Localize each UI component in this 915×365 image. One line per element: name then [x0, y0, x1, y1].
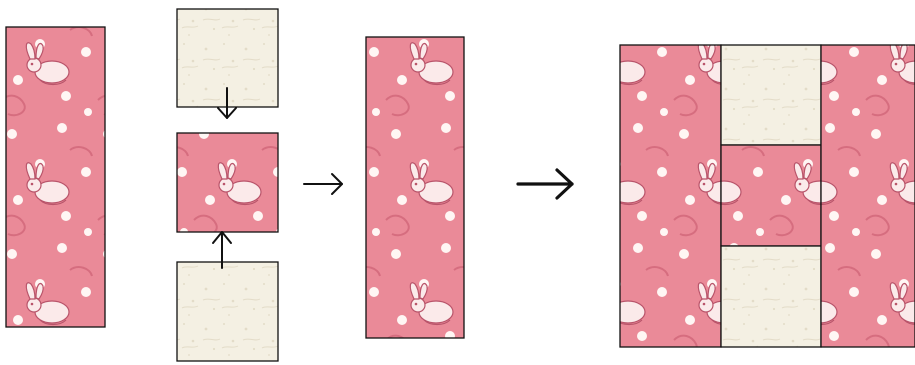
arrow-right-large-icon [518, 170, 572, 198]
finished-block [620, 45, 915, 347]
block-center-bottom [721, 246, 821, 347]
block-center-middle [721, 145, 821, 246]
cream-square-bottom [177, 262, 278, 361]
block-center-top [721, 45, 821, 145]
pink-square [177, 133, 278, 232]
arrow-right-icon [304, 174, 342, 194]
block-right-strip [821, 45, 915, 347]
sewn-strip [366, 37, 464, 338]
pink-strip [6, 27, 105, 327]
block-left-strip [620, 45, 721, 347]
